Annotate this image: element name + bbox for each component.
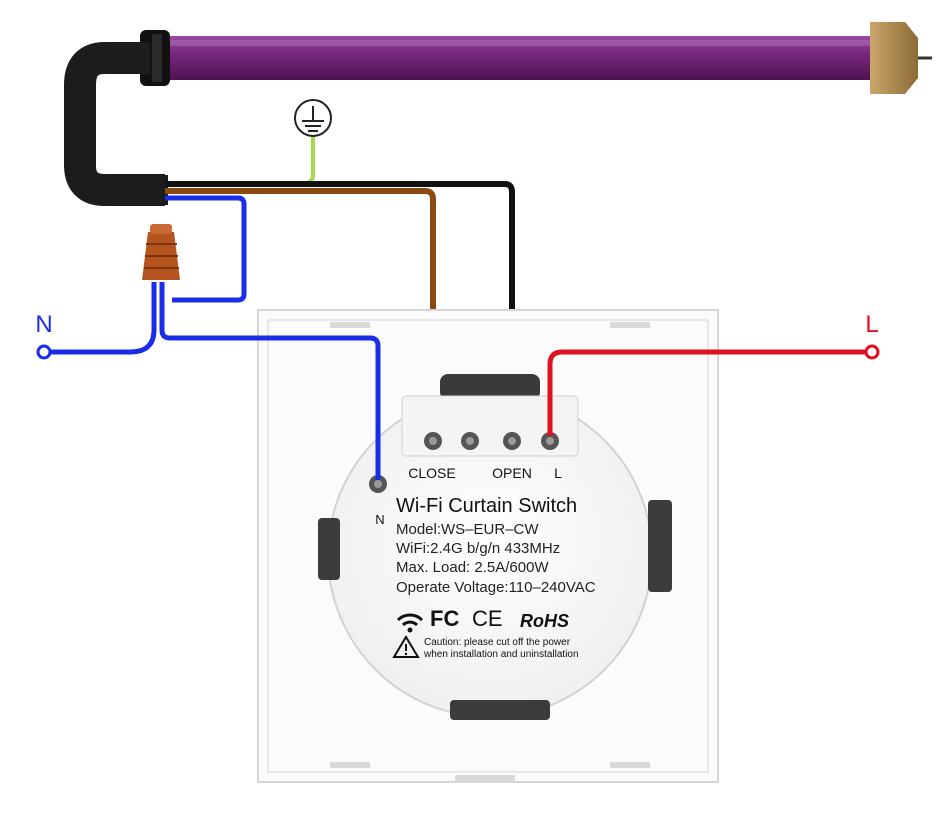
device-voltage: Operate Voltage:110–240VAC bbox=[396, 579, 596, 596]
motor-cable bbox=[64, 42, 165, 206]
terminal-close bbox=[424, 432, 442, 450]
neutral-supply-wire bbox=[44, 282, 157, 355]
fc-mark: FC bbox=[430, 606, 459, 631]
terminal-open bbox=[503, 432, 521, 450]
warning-triangle-icon bbox=[392, 635, 420, 658]
rohs-mark: RoHS bbox=[520, 611, 569, 631]
motor-end-cap bbox=[870, 22, 918, 94]
brown-wire bbox=[165, 188, 436, 440]
device-model: Model:WS–EUR–CW bbox=[396, 521, 539, 538]
terminal-close-label: CLOSE bbox=[408, 465, 455, 481]
motor-neutral-wire bbox=[165, 195, 247, 303]
switch-body bbox=[318, 374, 672, 720]
terminal-live-label: L bbox=[554, 465, 562, 481]
neutral-supply-terminal bbox=[36, 344, 52, 360]
earth-wire bbox=[165, 135, 315, 185]
caution-line-2: when installation and uninstallation bbox=[423, 649, 579, 660]
black-wire bbox=[165, 181, 515, 440]
terminal-open-label: OPEN bbox=[492, 465, 532, 481]
device-title: Wi-Fi Curtain Switch bbox=[396, 495, 577, 517]
live-supply-label: L bbox=[865, 311, 878, 338]
terminal-neutral-label: N bbox=[375, 512, 384, 527]
ce-mark: CE bbox=[472, 606, 503, 631]
switch-neutral-wire bbox=[159, 282, 381, 480]
terminal-unused bbox=[461, 432, 479, 450]
earth-ground-icon bbox=[294, 99, 332, 137]
device-max-load: Max. Load: 2.5A/600W bbox=[396, 559, 549, 576]
device-wifi: WiFi:2.4G b/g/n 433MHz bbox=[396, 540, 560, 557]
tubular-motor bbox=[140, 22, 932, 94]
wifi-icon bbox=[396, 613, 424, 633]
terminal-live bbox=[541, 432, 559, 450]
neutral-supply-label: N bbox=[35, 311, 52, 338]
live-supply-wire bbox=[547, 349, 872, 436]
wire-connector-icon bbox=[142, 224, 180, 280]
caution-line-1: Caution: please cut off the power bbox=[424, 637, 571, 648]
terminal-neutral bbox=[369, 475, 387, 493]
live-supply-terminal bbox=[864, 344, 880, 360]
